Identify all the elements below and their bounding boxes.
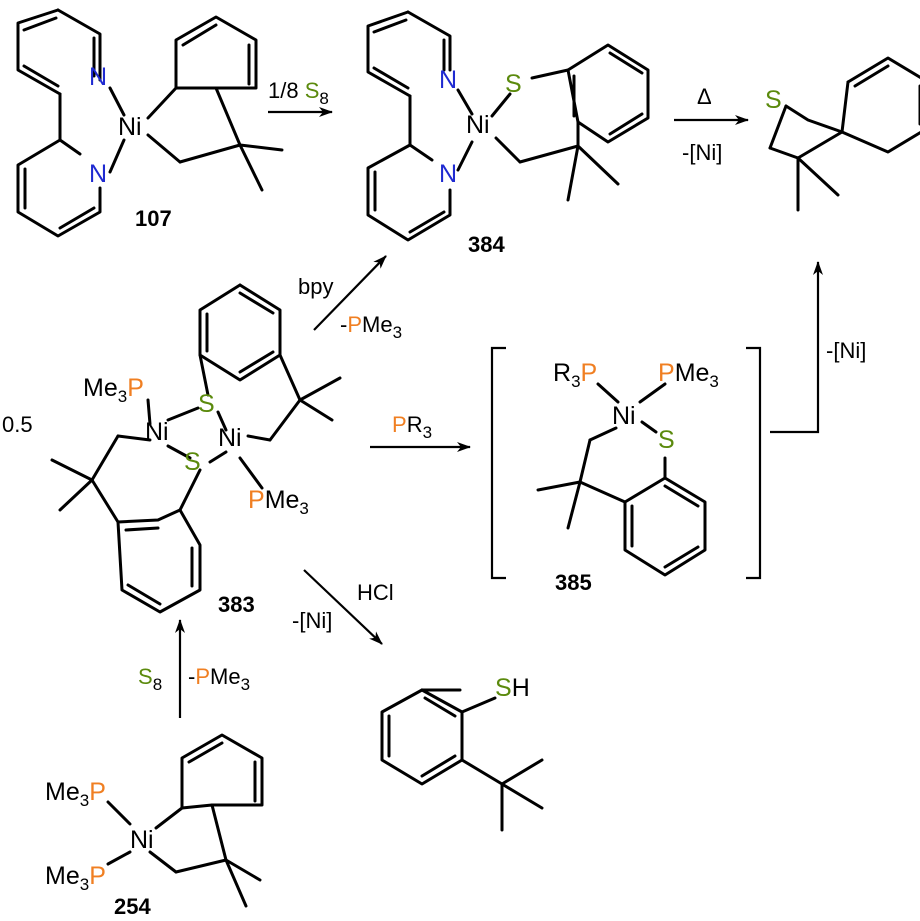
atom-n: N	[89, 63, 107, 91]
pme3-lower: PMe3	[248, 486, 309, 518]
reagent-minus-ni: -[Ni]	[292, 608, 332, 633]
stoich-half: 0.5	[2, 412, 33, 437]
arrow-383-to-thiol	[303, 569, 383, 645]
pr3-ligand: R3P	[553, 359, 597, 391]
arrow-383-to-384	[313, 255, 387, 331]
pme3-lower: Me3P	[45, 862, 106, 894]
reagent-minus-ni: -[Ni]	[826, 338, 866, 363]
atom-ni: Ni	[218, 424, 242, 452]
atom-ni: Ni	[118, 113, 142, 141]
atom-s: S	[765, 86, 782, 114]
bracket-left	[490, 346, 506, 580]
reagent-s8-lower: S8	[138, 664, 162, 694]
compound-thiol: SH	[380, 674, 544, 832]
reagent-minus-ni: -[Ni]	[682, 140, 722, 165]
compound-dihydrobenzothiophene: S	[765, 56, 920, 212]
compound-label-383: 383	[218, 592, 255, 617]
compound-107: N N Ni 107	[16, 8, 284, 238]
reagent-bpy: bpy	[298, 274, 333, 299]
atom-ni: Ni	[612, 402, 636, 430]
compound-384: N N Ni S 384	[366, 10, 650, 257]
pme3-ligand: PMe3	[658, 359, 719, 391]
atom-n: N	[439, 160, 457, 188]
compound-254: Me3P Ni Me3P 254	[45, 733, 264, 919]
reagent-hcl: HCl	[357, 580, 394, 605]
reagent-s8: 1/8 S8	[268, 78, 329, 108]
reagent-minus-pme3: -PMe3	[188, 664, 250, 694]
compound-label-385: 385	[555, 570, 592, 595]
atom-s: S	[184, 448, 201, 476]
sh-group: SH	[495, 674, 530, 702]
reagent-heat: Δ	[697, 84, 712, 109]
bracket-right	[746, 346, 762, 580]
atom-s: S	[198, 390, 215, 418]
compound-label-107: 107	[135, 206, 172, 231]
compound-385: R3P PMe3 Ni S 385	[536, 359, 719, 595]
atom-s: S	[505, 70, 522, 98]
pme3-upper: Me3P	[45, 778, 106, 810]
compound-label-384: 384	[468, 232, 505, 257]
atom-ni: Ni	[145, 418, 169, 446]
reagent-pr3: PR3	[392, 412, 432, 442]
compound-label-254: 254	[114, 894, 151, 919]
atom-ni: Ni	[466, 111, 490, 139]
compound-383: Me3P Ni Ni S S PMe3 0.5 383	[2, 283, 342, 617]
atom-ni: Ni	[130, 826, 154, 854]
reagent-minus-pme3: -PMe3	[340, 312, 402, 342]
atom-n: N	[89, 160, 107, 188]
arrow-385-to-product	[770, 261, 823, 434]
pme3-upper: Me3P	[83, 374, 144, 406]
atom-s: S	[658, 426, 675, 454]
atom-n: N	[439, 66, 457, 94]
